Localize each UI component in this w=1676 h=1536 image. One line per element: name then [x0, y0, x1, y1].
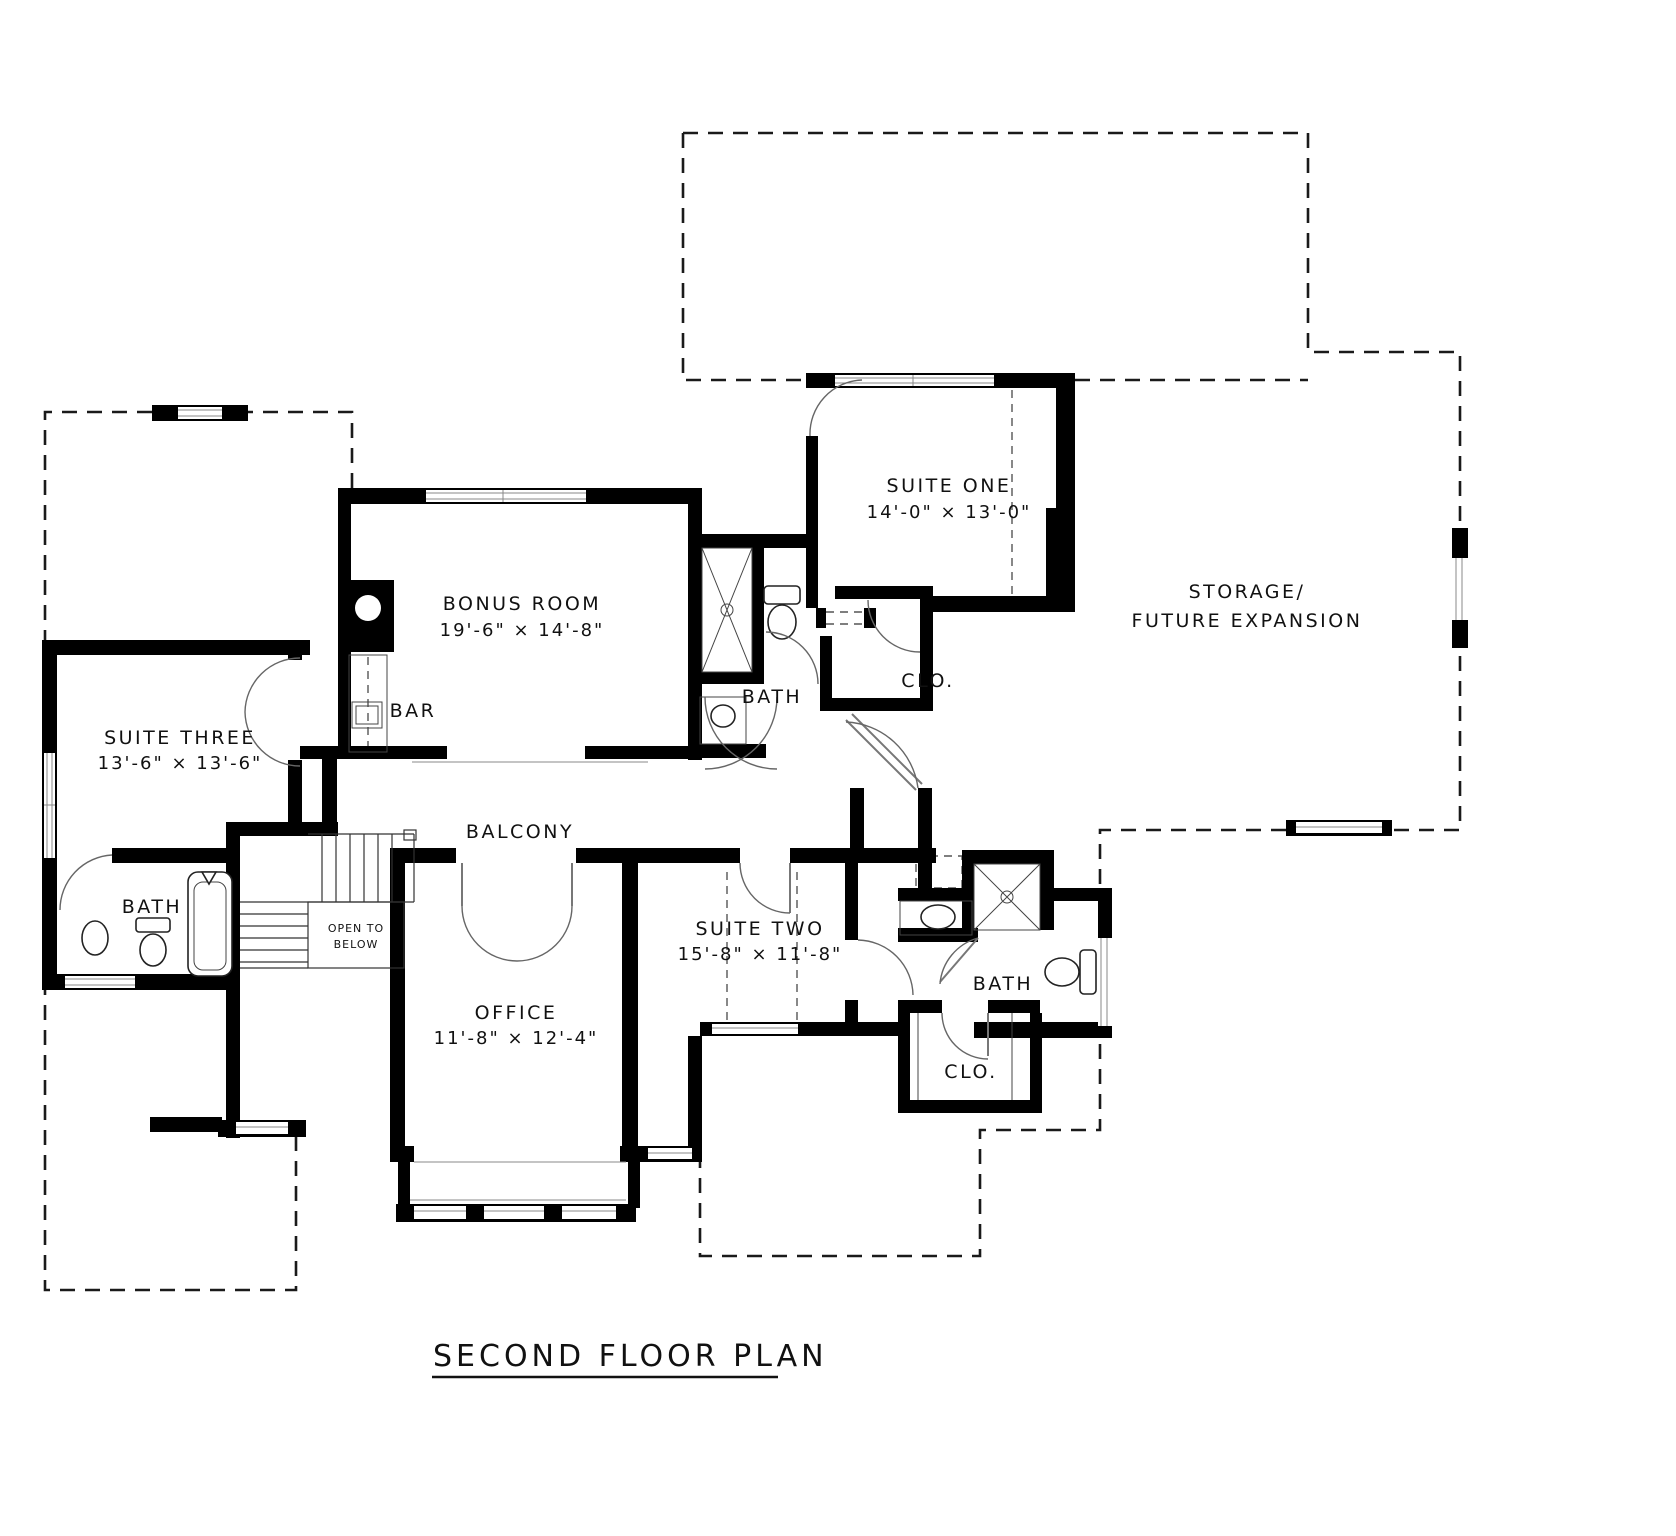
label-bonus-room-dims: 19'-6" × 14'-8": [440, 620, 605, 641]
label-storage-line1: STORAGE/: [1189, 581, 1306, 603]
bay-window-trim: [410, 1161, 626, 1201]
label-open-to-below-line2: BELOW: [334, 938, 379, 951]
fixtures: [81, 547, 1097, 1100]
bar-cabinet: [348, 654, 388, 753]
label-bar: BAR: [390, 700, 437, 722]
stairs: [240, 829, 417, 969]
shower-upper: [701, 547, 753, 673]
door-hall-a: [704, 696, 778, 770]
tub-left: [187, 871, 233, 977]
label-balcony: BALCONY: [466, 821, 574, 843]
door-bath-left: [59, 854, 113, 911]
toilet-upper: [763, 585, 801, 640]
door-clo-upper: [867, 599, 921, 653]
label-office: OFFICE: [475, 1002, 558, 1024]
toilet-right: [1044, 949, 1097, 995]
door-suite-three-b: [244, 711, 301, 767]
door-suite-one: [809, 379, 863, 437]
label-suite-three: SUITE THREE: [104, 727, 256, 749]
label-suite-two: SUITE TWO: [695, 918, 824, 940]
sink-right: [899, 900, 973, 936]
door-suite-two-hall: [857, 939, 914, 996]
label-clo-upper: CLO.: [901, 670, 954, 692]
door-bath-upper: [765, 631, 819, 685]
label-bath-left: BATH: [122, 896, 182, 918]
room-labels: BONUS ROOM 19'-6" × 14'-8" SUITE ONE 14'…: [98, 475, 1363, 1083]
label-bath-right: BATH: [973, 973, 1033, 995]
open-to-below-box: [307, 901, 405, 969]
roof-outline-dashed: [43, 131, 1462, 1292]
door-clo-lower: [941, 1012, 989, 1060]
fireplace-flue: [355, 595, 381, 621]
sink-upper: [699, 696, 747, 745]
label-bath-upper: BATH: [742, 686, 802, 708]
label-open-to-below-line1: OPEN TO: [328, 922, 384, 935]
closet-shelving: [917, 1013, 1013, 1100]
title-text: SECOND FLOOR PLAN: [433, 1339, 828, 1374]
doors-office-double: [461, 863, 573, 962]
door-storage: [845, 713, 923, 791]
door-suite-three-a: [244, 657, 301, 713]
door-bath-right: [939, 937, 979, 985]
door-hall-b: [704, 696, 778, 770]
sink-left: [81, 920, 109, 956]
label-suite-two-dims: 15'-8" × 11'-8": [678, 944, 843, 965]
toilet-left: [135, 917, 171, 967]
label-office-dims: 11'-8" × 12'-4": [434, 1028, 599, 1049]
shower-right: [973, 863, 1041, 931]
windows: [44, 375, 1468, 1219]
label-suite-three-dims: 13'-6" × 13'-6": [98, 753, 263, 774]
door-suite-two: [739, 862, 791, 914]
label-suite-one-dims: 14'-0" × 13'-0": [867, 502, 1032, 523]
drawing-title: SECOND FLOOR PLAN: [432, 1339, 828, 1379]
door-swings: [59, 379, 989, 1060]
label-suite-one: SUITE ONE: [887, 475, 1012, 497]
label-clo-lower: CLO.: [944, 1061, 997, 1083]
label-storage-line2: FUTURE EXPANSION: [1132, 610, 1363, 632]
exterior-walls: [42, 373, 1468, 1222]
label-bonus-room: BONUS ROOM: [443, 593, 601, 615]
